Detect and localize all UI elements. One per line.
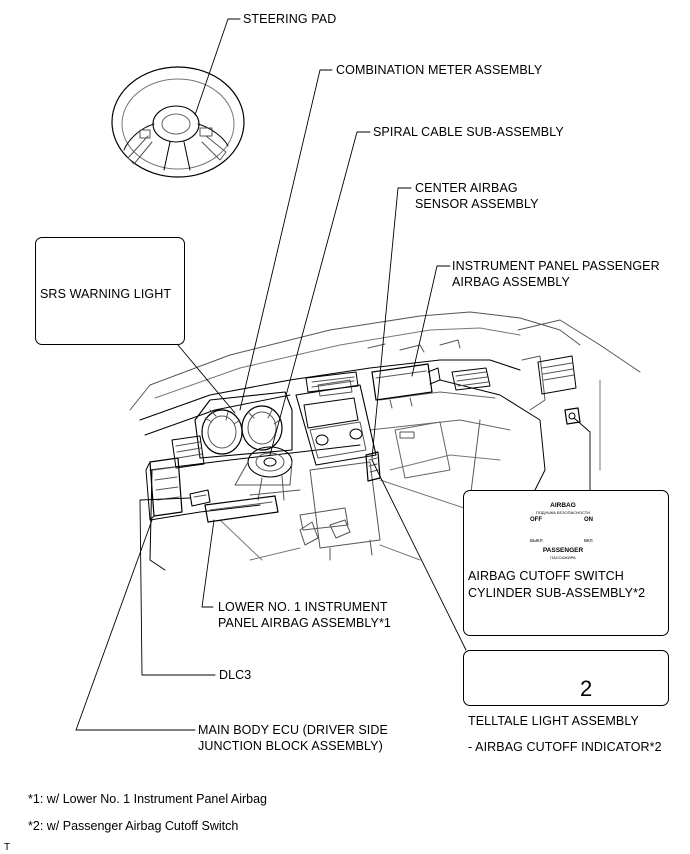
cutoff-switch-label-line1: AIRBAG CUTOFF SWITCH bbox=[468, 569, 624, 583]
telltale-label-line2: - AIRBAG CUTOFF INDICATOR*2 bbox=[468, 740, 662, 754]
switch-passenger-sub-text: ПАССАЖИРА bbox=[550, 555, 576, 560]
leader-lines bbox=[75, 18, 591, 731]
spiral-cable-label: SPIRAL CABLE SUB-ASSEMBLY bbox=[373, 125, 564, 139]
switch-on-sub-text: ВКЛ bbox=[584, 538, 593, 543]
airbag-cutoff-switch-callout bbox=[463, 490, 669, 636]
main-body-ecu-label-line2: JUNCTION BLOCK ASSEMBLY) bbox=[198, 739, 383, 753]
srs-warning-light-label: SRS WARNING LIGHT bbox=[40, 287, 172, 301]
dlc3-label: DLC3 bbox=[219, 668, 252, 682]
switch-airbag-text: AIRBAG bbox=[550, 502, 576, 509]
telltale-light-callout bbox=[463, 650, 669, 706]
switch-face-text: AIRBAG ПОДУШКА БЕЗОПАСНОСТИ OFF ON ВЫКЛ … bbox=[524, 500, 602, 564]
lower-airbag-label-line1: LOWER NO. 1 INSTRUMENT bbox=[218, 600, 388, 614]
center-airbag-sensor-label-line1: CENTER AIRBAG bbox=[415, 181, 518, 195]
center-airbag-sensor-label-line2: SENSOR ASSEMBLY bbox=[415, 197, 539, 211]
footnote-1: *1: w/ Lower No. 1 Instrument Panel Airb… bbox=[28, 792, 268, 806]
main-body-ecu-label-line1: MAIN BODY ECU (DRIVER SIDE bbox=[198, 723, 388, 737]
switch-passenger-text: PASSENGER bbox=[542, 547, 584, 554]
telltale-label-line1: TELLTALE LIGHT ASSEMBLY bbox=[468, 714, 639, 728]
spiral-cable-drawing bbox=[234, 446, 301, 501]
indicator-digit: 2 bbox=[580, 676, 593, 701]
lower-airbag-label-line2: PANEL AIRBAG ASSEMBLY*1 bbox=[218, 616, 391, 630]
combination-meter-label: COMBINATION METER ASSEMBLY bbox=[336, 63, 543, 77]
switch-off-text: OFF bbox=[530, 517, 542, 523]
cutoff-switch-label-line2: CYLINDER SUB-ASSEMBLY*2 bbox=[468, 586, 646, 600]
passenger-side-trim-drawing bbox=[517, 319, 641, 471]
switch-off-sub-text: ВЫКЛ bbox=[530, 538, 543, 543]
corner-mark: T bbox=[4, 842, 11, 853]
driver-side-drawing bbox=[145, 435, 351, 546]
steering-pad-label: STEERING PAD bbox=[243, 12, 337, 26]
switch-on-text: ON bbox=[584, 517, 593, 523]
srs-warning-light-callout bbox=[35, 237, 185, 345]
switch-airbag-sub-text: ПОДУШКА БЕЗОПАСНОСТИ bbox=[535, 510, 591, 515]
passenger-airbag-label-line1: INSTRUMENT PANEL PASSENGER bbox=[452, 259, 660, 273]
combination-meter-drawing bbox=[194, 391, 293, 459]
passenger-airbag-label-line2: AIRBAG ASSEMBLY bbox=[452, 275, 570, 289]
steering-wheel-drawing bbox=[111, 66, 245, 178]
footnote-2: *2: w/ Passenger Airbag Cutoff Switch bbox=[28, 819, 239, 833]
